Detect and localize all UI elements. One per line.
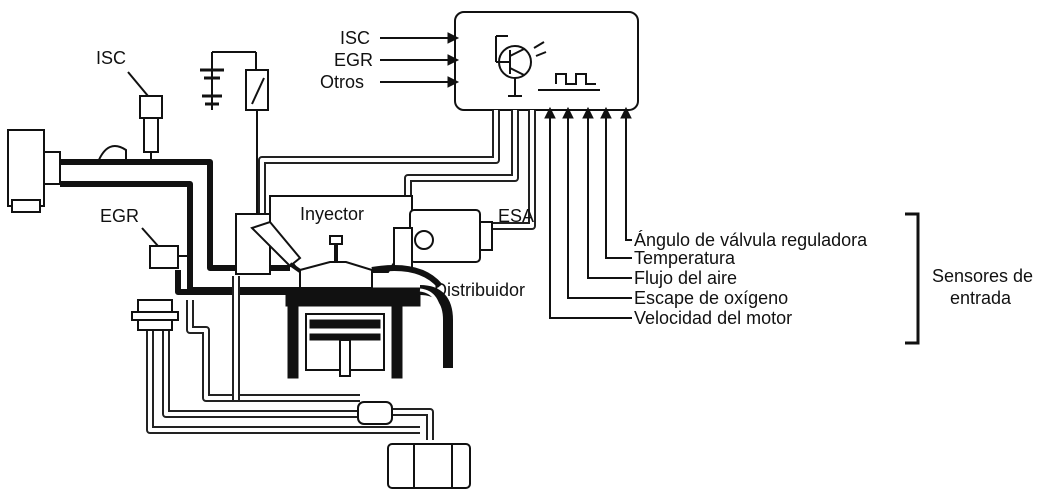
label-ecu-egr: EGR (334, 50, 373, 70)
charcoal-canister (387, 443, 471, 489)
label-egr-left: EGR (100, 206, 139, 226)
label-ecu-otros: Otros (320, 72, 364, 92)
relay-switch-icon (245, 52, 269, 230)
label-inyector: Inyector (300, 204, 364, 224)
exhaust-manifold (371, 265, 453, 368)
sensor-label-throttle-angle: Ángulo de válvula reguladora (634, 230, 868, 250)
sensor-label-oxygen: Escape de oxígeno (634, 288, 788, 308)
egr-return-pipe (175, 270, 286, 295)
ecu-output-arrows (380, 32, 460, 88)
label-ecu-isc: ISC (340, 28, 370, 48)
sensor-label-air-flow: Flujo del aire (634, 268, 737, 288)
ecu-pulse-waveform (555, 73, 596, 85)
engine-block (285, 235, 421, 379)
lower-lines (146, 276, 434, 440)
ecu-box (454, 11, 639, 111)
sensor-wires (544, 106, 632, 319)
sensor-label-engine-speed: Velocidad del motor (634, 308, 792, 328)
intake-manifold (235, 195, 413, 275)
air-filter (7, 129, 61, 213)
egr-valve (141, 227, 190, 269)
isc-valve (127, 71, 163, 162)
label-esa: ESA (498, 206, 534, 226)
sensor-label-temperature: Temperatura (634, 248, 736, 268)
battery-icon (200, 51, 256, 110)
sensor-group-label-line1: Sensores de (932, 266, 1033, 286)
sensor-group-label-line2: entrada (950, 288, 1012, 308)
label-distribuidor: Distribuidor (434, 280, 525, 300)
ecu-transistor-icon (495, 35, 547, 97)
label-isc-top: ISC (96, 48, 126, 68)
vacuum-sensor (357, 401, 393, 425)
distributor-icon (393, 209, 493, 269)
egr-modulator (131, 299, 179, 331)
sensor-bracket (905, 212, 920, 345)
